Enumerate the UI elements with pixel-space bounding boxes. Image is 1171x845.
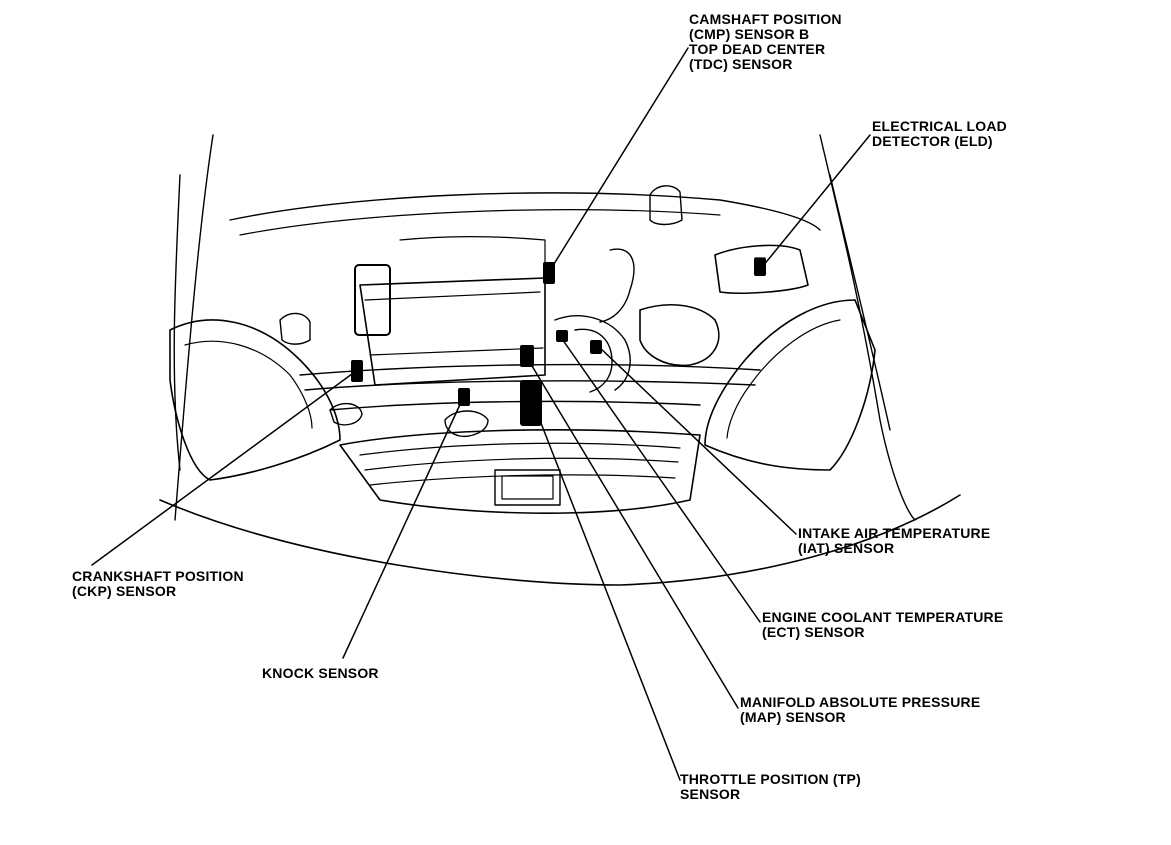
sensor-markers bbox=[351, 258, 766, 426]
cmp-sensor-label: CAMSHAFT POSITION (CMP) SENSOR B TOP DEA… bbox=[689, 12, 842, 72]
ect-sensor-label: ENGINE COOLANT TEMPERATURE (ECT) SENSOR bbox=[762, 610, 1003, 640]
eld-label: ELECTRICAL LOAD DETECTOR (ELD) bbox=[872, 119, 1007, 149]
eld-label-line-1: ELECTRICAL LOAD bbox=[872, 118, 1007, 134]
cmp-label-line-3: TOP DEAD CENTER bbox=[689, 41, 826, 57]
ect-sensor bbox=[556, 330, 568, 342]
eld-leader bbox=[762, 134, 871, 267]
eld-sensor bbox=[754, 258, 766, 276]
vehicle-outline bbox=[159, 134, 961, 586]
map-leader bbox=[525, 355, 739, 709]
ckp-sensor bbox=[351, 360, 363, 382]
ckp-leader bbox=[91, 370, 357, 566]
knock-sensor-label: KNOCK SENSOR bbox=[262, 666, 379, 681]
map-label-line-1: MANIFOLD ABSOLUTE PRESSURE bbox=[740, 694, 981, 710]
ckp-label-line-1: CRANKSHAFT POSITION bbox=[72, 568, 244, 584]
knock-leader bbox=[342, 397, 464, 659]
cmp-label-line-1: CAMSHAFT POSITION bbox=[689, 11, 842, 27]
cmp-label-line-4: (TDC) SENSOR bbox=[689, 56, 793, 72]
map-sensor-label: MANIFOLD ABSOLUTE PRESSURE (MAP) SENSOR bbox=[740, 695, 980, 725]
iat-sensor bbox=[590, 340, 602, 354]
ect-label-line-2: (ECT) SENSOR bbox=[762, 624, 865, 640]
iat-label-line-1: INTAKE AIR TEMPERATURE bbox=[798, 525, 991, 541]
iat-leader bbox=[597, 345, 797, 535]
tp-leader bbox=[531, 399, 681, 781]
ect-label-line-1: ENGINE COOLANT TEMPERATURE bbox=[762, 609, 1004, 625]
cmp-label-line-2: (CMP) SENSOR B bbox=[689, 26, 810, 42]
ckp-sensor-label: CRANKSHAFT POSITION (CKP) SENSOR bbox=[72, 569, 244, 599]
valve-cover-part bbox=[354, 264, 391, 336]
tp-sensor-label: THROTTLE POSITION (TP) SENSOR bbox=[680, 772, 861, 802]
iat-label-line-2: (IAT) SENSOR bbox=[798, 540, 895, 556]
leader-lines bbox=[91, 47, 871, 781]
map-sensor bbox=[520, 345, 534, 367]
tp-label-line-2: SENSOR bbox=[680, 786, 741, 802]
eld-label-line-2: DETECTOR (ELD) bbox=[872, 133, 993, 149]
ckp-label-line-2: (CKP) SENSOR bbox=[72, 583, 177, 599]
knock-label-line-1: KNOCK SENSOR bbox=[262, 665, 379, 681]
iat-sensor-label: INTAKE AIR TEMPERATURE (IAT) SENSOR bbox=[798, 526, 990, 556]
tp-sensor bbox=[520, 380, 542, 426]
tp-label-line-1: THROTTLE POSITION (TP) bbox=[680, 771, 861, 787]
ect-leader bbox=[559, 335, 761, 623]
cmp-leader bbox=[548, 47, 689, 273]
map-label-line-2: (MAP) SENSOR bbox=[740, 709, 846, 725]
